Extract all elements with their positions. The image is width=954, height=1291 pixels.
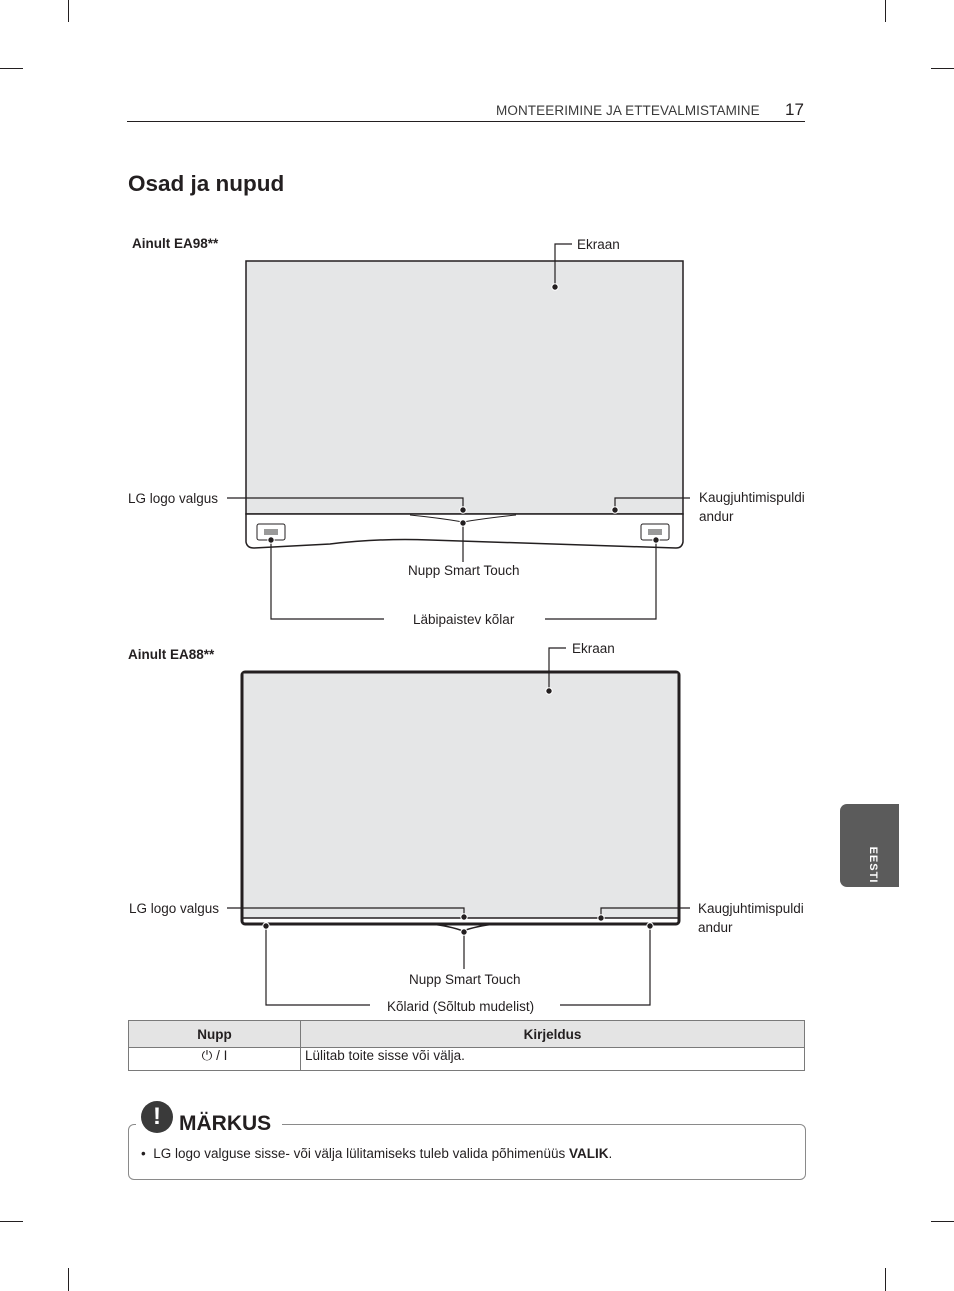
power-button-symbol: ⏻ / I [128,1047,301,1071]
table-header-row: Nupp Kirjeldus [128,1020,805,1048]
crop-mark [68,1268,69,1291]
header-divider [127,121,805,122]
note-bold-term: VALIK [568,1146,609,1161]
note-item: • LG logo valguse sisse- või välja lülit… [141,1146,612,1161]
column-header-description: Kirjeldus [300,1020,805,1048]
ea98-screen [245,260,684,515]
parts-diagram [227,243,690,1006]
crop-mark [0,68,23,69]
ea88-screen-label: Ekraan [572,641,615,656]
ea88-remote-sensor-label-2: andur [698,920,733,935]
crop-mark [931,68,954,69]
crop-mark [885,0,886,22]
crop-mark [931,1221,954,1222]
page-number: 17 [785,100,804,119]
ea98-speaker-bar [245,513,684,549]
column-header-button: Nupp [128,1020,301,1048]
crop-mark [0,1221,23,1222]
language-tab: EESTI [840,804,899,887]
ea98-lg-logo-label: LG logo valgus [128,491,219,506]
ea98-remote-sensor-label: Kaugjuhtimispuldi [699,490,805,505]
note-text: LG logo valguse sisse- või välja lülitam… [153,1146,569,1161]
ea88-speakers-label: Kõlarid (Sõltub mudelist) [387,999,535,1014]
ea88-screen [243,673,678,918]
note-title: MÄRKUS [179,1112,272,1135]
note-box [128,1124,806,1180]
ea98-model-label: Ainult EA98** [132,236,219,251]
bullet: • [141,1146,146,1161]
ea88-touch-button-label: Nupp Smart Touch [409,972,521,987]
exclamation-icon: ! [141,1101,173,1133]
ea88-frame [240,670,681,926]
ea88-lg-logo-label: LG logo valgus [129,901,220,916]
ea98-screen-label: Ekraan [577,237,620,252]
ea98-touch-button-label: Nupp Smart Touch [408,563,520,578]
ea88-remote-sensor-label: Kaugjuhtimispuldi [698,901,804,916]
button-table: Nupp Kirjeldus ⏻ / I Lülitab toite sisse… [128,1020,805,1071]
power-button-description: Lülitab toite sisse või välja. [300,1047,805,1071]
note-end: . [608,1146,613,1161]
crop-mark [68,0,69,22]
ea98-speaker-label: Läbipaistev kõlar [413,612,515,627]
running-header: MONTEERIMINE JA ETTEVALMISTAMINE [496,103,760,118]
ea88-model-label: Ainult EA88** [128,647,215,662]
page-title: Osad ja nupud [128,171,285,196]
table-row: ⏻ / I Lülitab toite sisse või välja. [128,1047,805,1071]
crop-mark [885,1268,886,1291]
ea98-remote-sensor-label-2: andur [699,509,734,524]
